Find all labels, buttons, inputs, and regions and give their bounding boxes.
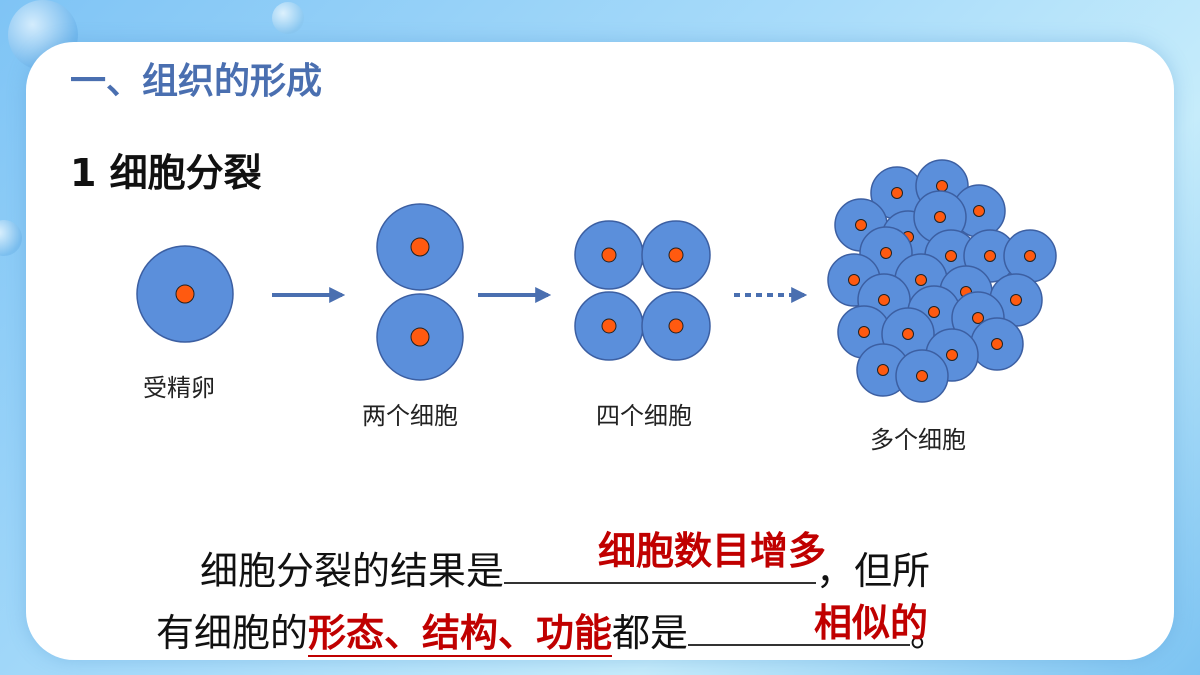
stage-label-four-cells: 四个细胞 bbox=[596, 402, 692, 430]
cell-nucleus bbox=[1024, 250, 1036, 262]
cell-nucleus bbox=[902, 328, 914, 340]
cell-nucleus bbox=[991, 338, 1003, 350]
cell-nucleus bbox=[973, 205, 985, 217]
answer-blank-1 bbox=[504, 546, 817, 584]
stage-label-many-cells: 多个细胞 bbox=[870, 426, 966, 454]
two-cell-stage-cell bbox=[376, 293, 464, 381]
cell-nucleus bbox=[916, 370, 928, 382]
line2-mid: 都是 bbox=[612, 611, 689, 655]
cell-nucleus bbox=[880, 247, 892, 259]
four-cell-stage-cell bbox=[641, 291, 711, 361]
cell-nucleus bbox=[668, 318, 684, 334]
line1-suffix: ，但所 bbox=[816, 549, 931, 593]
cell-nucleus bbox=[601, 318, 617, 334]
cell-nucleus bbox=[946, 349, 958, 361]
cell-nucleus bbox=[936, 180, 948, 192]
cell-nucleus bbox=[668, 247, 684, 263]
many-cell-stage-cell bbox=[895, 349, 949, 403]
cell-nucleus bbox=[848, 274, 860, 286]
many-cell-stage-cell bbox=[870, 166, 924, 220]
cell-nucleus bbox=[858, 326, 870, 338]
answer-1: 细胞数目增多 bbox=[598, 529, 827, 573]
cell-nucleus bbox=[915, 274, 927, 286]
many-cell-stage-cell bbox=[1003, 229, 1057, 283]
two-cell-stage-cell bbox=[376, 203, 464, 291]
cell-nucleus bbox=[945, 250, 957, 262]
line1-prefix: 细胞分裂的结果是 bbox=[200, 549, 505, 593]
emphasized-terms: 形态、结构、功能 bbox=[308, 611, 613, 657]
cell-nucleus bbox=[175, 284, 195, 304]
section-title: 一、组织的形成 bbox=[70, 61, 323, 102]
stage-label-two-cells: 两个细胞 bbox=[362, 402, 458, 430]
answer-2: 相似的 bbox=[814, 601, 929, 645]
cell-nucleus bbox=[878, 294, 890, 306]
bubble-decoration bbox=[272, 2, 304, 34]
question-line-2: 有细胞的形态、结构、功能都是 。 bbox=[156, 602, 948, 657]
cell-nucleus bbox=[601, 247, 617, 263]
many-cell-stage-cell bbox=[970, 317, 1024, 371]
cell-nucleus bbox=[855, 219, 867, 231]
cell-nucleus bbox=[877, 364, 889, 376]
cell-nucleus bbox=[410, 327, 430, 347]
cell-nucleus bbox=[410, 237, 430, 257]
cell-nucleus bbox=[928, 306, 940, 318]
four-cell-stage-cell bbox=[574, 291, 644, 361]
four-cell-stage-cell bbox=[574, 220, 644, 290]
bubble-decoration bbox=[0, 220, 22, 256]
answer-blank-2 bbox=[688, 608, 911, 646]
cell-nucleus bbox=[972, 312, 984, 324]
cell-nucleus bbox=[984, 250, 996, 262]
cell-nucleus bbox=[1010, 294, 1022, 306]
subtitle: 1 细胞分裂 bbox=[70, 151, 262, 195]
zygote-cell bbox=[136, 245, 234, 343]
four-cell-stage-cell bbox=[641, 220, 711, 290]
line2-end: 。 bbox=[910, 611, 949, 655]
cell-nucleus bbox=[891, 187, 903, 199]
line2-prefix: 有细胞的 bbox=[156, 611, 309, 655]
stage-label-zygote: 受精卵 bbox=[143, 374, 215, 402]
cell-nucleus bbox=[934, 211, 946, 223]
question-line-1: 细胞分裂的结果是 ，但所 bbox=[200, 540, 930, 595]
